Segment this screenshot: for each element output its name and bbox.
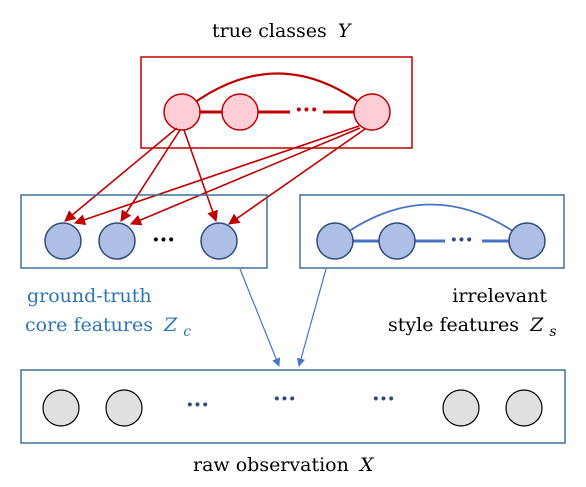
x-node: [505, 389, 543, 427]
true-classes-box: [140, 56, 413, 149]
core-features-label-line2: core features Z c: [25, 314, 191, 340]
arrow-y-zc: [129, 127, 361, 226]
x-node: [105, 389, 143, 427]
true-classes-label: true classes Y: [212, 20, 353, 42]
core-features-label-line1: ground-truth: [27, 285, 152, 307]
y-ellipsis: ···: [295, 97, 318, 123]
zs-node: [378, 222, 416, 260]
core-features-box: [20, 194, 268, 269]
x-ellipsis: ···: [273, 386, 296, 412]
x-ellipsis: ···: [372, 386, 395, 412]
zs-node: [316, 222, 354, 260]
raw-observation-label: raw observation X: [193, 454, 375, 476]
arrow-y-zc: [120, 129, 181, 222]
style-features-box: [299, 194, 565, 269]
arrow-zc-x: [239, 268, 281, 367]
zs-node: [508, 222, 546, 260]
zc-node: [98, 222, 136, 260]
y-arc-edge: [181, 72, 373, 113]
style-features-label-line2: style features Z s: [388, 314, 557, 340]
zs-arc-edge: [334, 203, 528, 242]
x-ellipsis: ···: [186, 392, 209, 418]
style-features-label-line1: irrelevant: [452, 285, 547, 307]
y-to-zc-arrows: [64, 125, 366, 226]
zc-ellipsis: ···: [152, 227, 175, 253]
arrow-y-zc: [73, 125, 360, 226]
arrow-zs-x: [296, 268, 327, 367]
y-node: [163, 93, 201, 131]
y-node: [221, 93, 259, 131]
zc-node: [44, 222, 82, 260]
y-node: [353, 93, 391, 131]
x-node: [442, 389, 480, 427]
arrow-y-zc: [64, 127, 178, 222]
zc-node: [200, 222, 238, 260]
raw-observation-box: [20, 369, 566, 444]
zs-ellipsis: ···: [450, 227, 473, 253]
arrow-y-zc: [228, 128, 366, 225]
arrow-y-zc: [183, 129, 218, 223]
x-node: [42, 389, 80, 427]
